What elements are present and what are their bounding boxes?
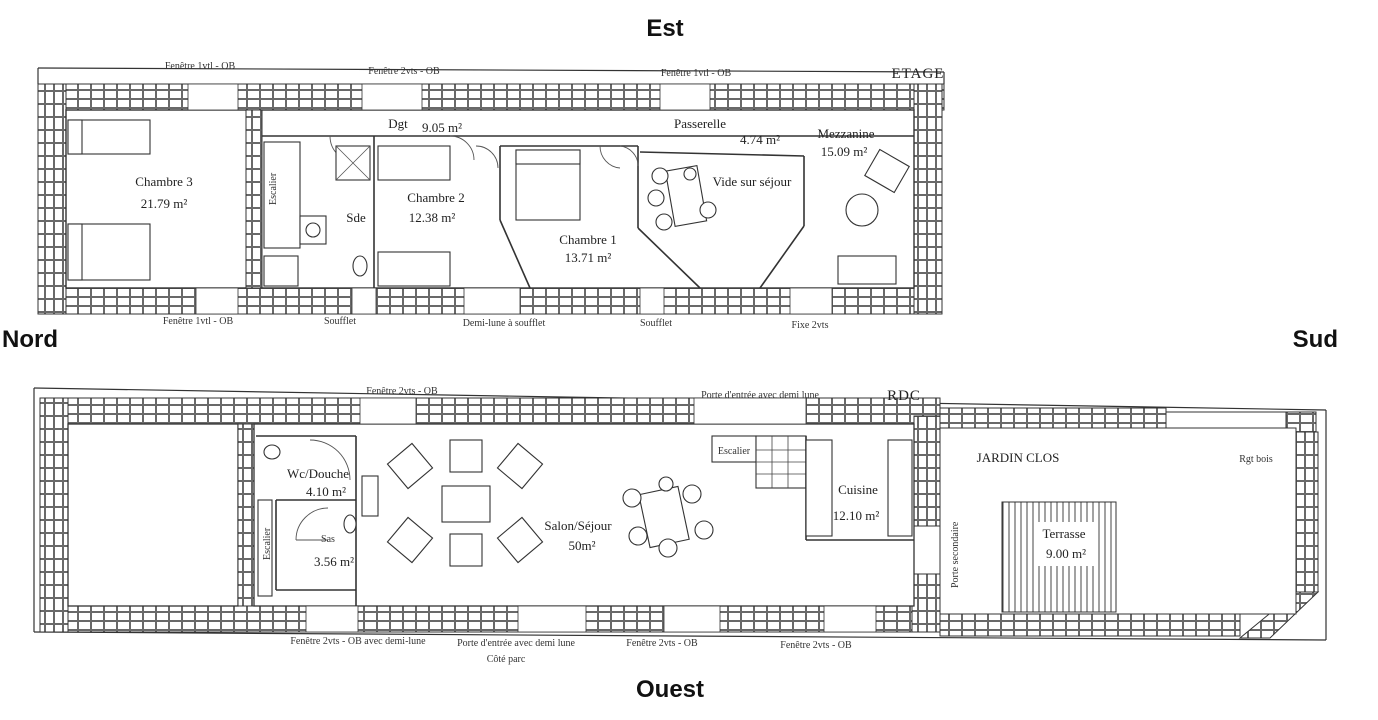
upper-bottom-window-1: Fenêtre 1vtl - OB <box>163 316 234 327</box>
passerelle-name: Passerelle <box>674 116 726 131</box>
compass-west: Ouest <box>636 676 704 703</box>
terrasse-name: Terrasse <box>1042 526 1085 541</box>
rgt-name: Rgt bois <box>1239 454 1273 465</box>
ground-bottom-2: Porte d'entrée avec demi lune <box>457 638 575 649</box>
ground-bottom-1: Fenêtre 2vts - OB avec demi-lune <box>290 636 426 647</box>
upper-soufflet-1: Soufflet <box>324 316 356 327</box>
upper-floor-title: ETAGE <box>892 66 945 82</box>
salon-area: 50m² <box>568 538 595 553</box>
chambre3-area: 21.79 m² <box>141 196 188 211</box>
upper-wall-top <box>37 83 945 111</box>
cuisine-area: 12.10 m² <box>833 508 880 523</box>
ground-floor-title: RDC <box>887 388 921 404</box>
ground-wall-left <box>39 397 69 633</box>
ground-bottom-2b: Côté parc <box>487 654 526 665</box>
ground-left-stair-label: Escalier <box>262 527 273 560</box>
salon-dining <box>622 476 714 558</box>
upper-top-window-2: Fenêtre 2vts - OB <box>368 66 440 77</box>
passerelle-area: 4.74 m² <box>740 132 780 147</box>
ground-floor: Escalier <box>33 386 1327 665</box>
jardin-name: JARDIN CLOS <box>977 450 1060 465</box>
ground-stair-label: Escalier <box>718 446 751 457</box>
chambre2-name: Chambre 2 <box>407 190 464 205</box>
upper-stair <box>263 141 301 249</box>
upper-top-window-1: Fenêtre 1vtl - OB <box>165 61 236 72</box>
sde-name: Sde <box>346 210 366 225</box>
chambre2-area: 12.38 m² <box>409 210 456 225</box>
ground-top-window: Fenêtre 2vts - OB <box>366 386 438 397</box>
compass-south: Sud <box>1293 326 1338 353</box>
chambre1-name: Chambre 1 <box>559 232 616 247</box>
compass-north: Nord <box>2 326 58 353</box>
salon-name: Salon/Séjour <box>544 518 612 533</box>
ground-porte-secondaire: Porte secondaire <box>950 521 961 588</box>
cuisine-name: Cuisine <box>838 482 878 497</box>
sas-area: 3.56 m² <box>314 554 354 569</box>
sas-name: Sas <box>321 534 335 545</box>
mezzanine-area: 15.09 m² <box>821 144 868 159</box>
ground-bottom-3: Fenêtre 2vts - OB <box>626 638 698 649</box>
upper-stair-label: Escalier <box>268 172 279 205</box>
ground-top-door: Porte d'entrée avec demi lune <box>701 390 819 401</box>
chambre3-name: Chambre 3 <box>135 174 192 189</box>
ground-wall-bottom <box>39 605 937 633</box>
wc-name: Wc/Douche <box>287 466 349 481</box>
upper-demi-lune: Demi-lune à soufflet <box>463 318 546 329</box>
wc-area: 4.10 m² <box>306 484 346 499</box>
upper-top-window-3: Fenêtre 1vtl - OB <box>661 68 732 79</box>
dgt-name: Dgt <box>388 116 408 131</box>
upper-wall-right <box>913 83 943 315</box>
terrasse-area: 9.00 m² <box>1046 546 1086 561</box>
upper-floor: Escalier Chambre 3 21.79 m² <box>37 61 945 331</box>
chambre1-area: 13.71 m² <box>565 250 612 265</box>
upper-wall-left <box>37 83 67 315</box>
mezzanine-name: Mezzanine <box>817 126 874 141</box>
dgt-area: 9.05 m² <box>422 120 462 135</box>
upper-soufflet-2: Soufflet <box>640 318 672 329</box>
upper-fixe: Fixe 2vts <box>792 320 829 331</box>
salon-seating <box>386 439 544 567</box>
vide-label: Vide sur séjour <box>713 174 792 189</box>
compass-east: Est <box>646 15 683 42</box>
ground-bottom-4: Fenêtre 2vts - OB <box>780 640 852 651</box>
